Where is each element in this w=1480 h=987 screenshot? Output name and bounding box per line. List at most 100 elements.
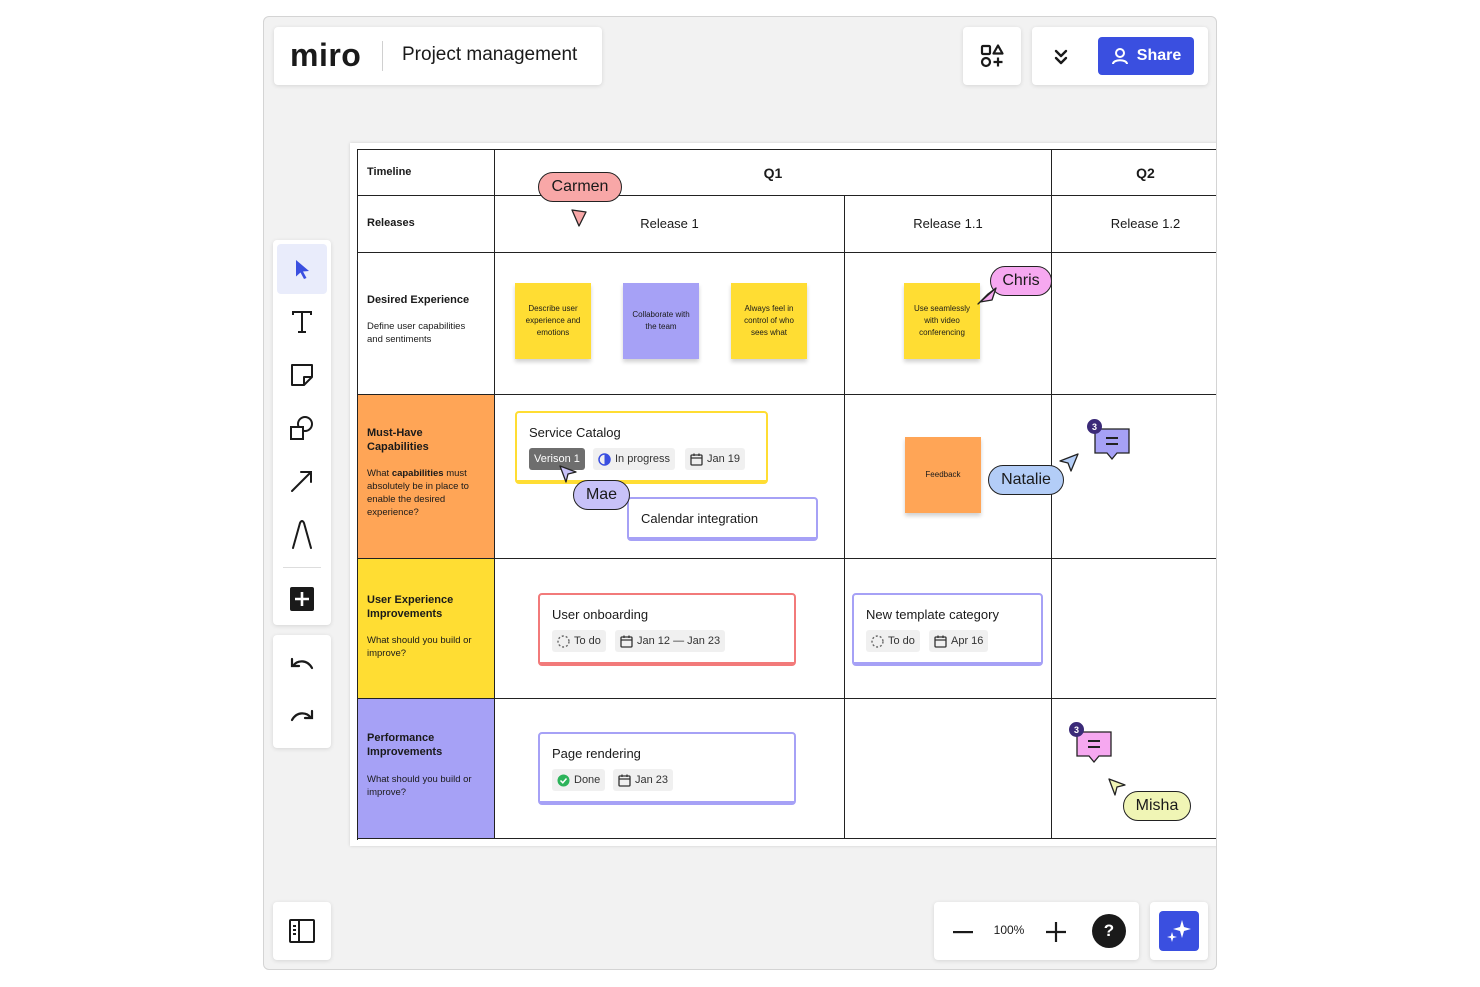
arrow-tool[interactable] <box>277 456 327 506</box>
comment-count: 3 <box>1087 419 1102 434</box>
pen-tool[interactable] <box>277 509 327 559</box>
header-cell: Releases <box>358 196 495 253</box>
apps-button[interactable] <box>963 27 1021 85</box>
version-chip[interactable]: Verison 1 <box>529 448 585 470</box>
q1-cell: Q1 <box>495 150 1052 196</box>
sparkle-icon <box>1167 920 1191 942</box>
date-chip[interactable]: Jan 19 <box>685 448 746 470</box>
description-bold: capabilities <box>391 468 444 479</box>
card-page-rendering[interactable]: Page rendering Done Jan 23 <box>538 732 796 805</box>
ai-assist-button[interactable] <box>1159 911 1199 951</box>
sticky-note[interactable]: Use seamlessly with video conferencing <box>904 283 980 359</box>
card-title: Page rendering <box>552 746 641 761</box>
zoom-level[interactable]: 100% <box>993 923 1025 937</box>
ai-assist-panel <box>1150 902 1208 960</box>
sticky-note[interactable]: Feedback <box>905 437 981 513</box>
date-chip[interactable]: Jan 12 — Jan 23 <box>615 630 726 652</box>
card-calendar-integration[interactable]: Calendar integration <box>627 497 818 541</box>
zoom-out-button[interactable] <box>948 917 978 947</box>
comment-thread[interactable]: 3 <box>1087 419 1131 468</box>
releases-label: Releases <box>367 217 415 229</box>
status-chip[interactable]: To do <box>866 630 920 652</box>
calendar-icon <box>690 453 703 466</box>
status-label: To do <box>574 635 601 647</box>
history-panel <box>273 635 331 748</box>
sticky-note[interactable]: Always feel in control of who sees what <box>731 283 807 359</box>
calendar-icon <box>618 774 631 787</box>
status-chip[interactable]: In progress <box>593 448 676 470</box>
comment-thread[interactable]: 3 <box>1069 722 1113 771</box>
miro-logo: miro <box>290 37 362 73</box>
collaborator-carmen: Carmen <box>538 172 622 202</box>
card-service-catalog[interactable]: Service Catalog Verison 1 In progress Ja… <box>515 411 768 484</box>
sticky-note-tool[interactable] <box>277 350 327 400</box>
card-user-onboarding[interactable]: User onboarding To do Jan 12 — Jan 23 <box>538 593 796 666</box>
table-cell <box>495 559 845 699</box>
help-button[interactable]: ? <box>1092 914 1126 948</box>
date-label: Apr 16 <box>951 635 984 647</box>
card-new-template-category[interactable]: New template category To do Apr 16 <box>852 593 1043 666</box>
release-1-1-label: Release 1.1 <box>913 216 983 231</box>
more-button[interactable] <box>1046 44 1076 70</box>
card-title: User onboarding <box>552 607 649 622</box>
status-label: Done <box>574 774 601 786</box>
sticky-note-icon <box>291 364 313 386</box>
done-check-icon <box>557 774 570 786</box>
text-tool[interactable] <box>277 297 327 347</box>
row-title: Must-Have Capabilities <box>367 427 429 453</box>
comment-icon <box>1094 428 1130 461</box>
q1-label: Q1 <box>763 165 783 181</box>
select-tool[interactable] <box>277 244 327 294</box>
board-title[interactable]: Project management <box>402 44 578 65</box>
collaborator-natalie: Natalie <box>988 465 1064 495</box>
collaborator-misha: Misha <box>1123 791 1191 821</box>
redo-button[interactable] <box>277 693 327 743</box>
frames-panel-button[interactable] <box>273 902 331 960</box>
table-cell <box>1052 395 1216 559</box>
cursor-icon <box>1108 778 1126 796</box>
card-title: New template category <box>866 607 999 622</box>
board-title-bar: miro Project management <box>274 27 602 85</box>
row-description: Define user capabilities and sentiments <box>367 321 466 345</box>
undo-button[interactable] <box>277 641 327 691</box>
zoom-in-button[interactable] <box>1041 917 1071 947</box>
date-label: Jan 23 <box>635 774 669 786</box>
collaborator-mae: Mae <box>573 480 630 510</box>
add-tool-button[interactable] <box>277 574 327 624</box>
date-chip[interactable]: Apr 16 <box>929 630 989 652</box>
sidebar-panel-icon <box>289 919 315 943</box>
description-text: What <box>367 468 392 479</box>
shapes-tool[interactable] <box>277 403 327 453</box>
table-cell <box>495 253 845 395</box>
row-header: Desired Experience Define user capabilit… <box>358 253 495 395</box>
plus-icon <box>1046 922 1066 942</box>
sticky-note[interactable]: Describe user experience and emotions <box>515 283 591 359</box>
table-cell <box>1052 559 1216 699</box>
row-header: User Experience Improvements What should… <box>358 559 495 699</box>
board-canvas[interactable]: Timeline Q1 Q2 Releases Release 1 Releas… <box>350 143 1216 846</box>
zoom-controls: 100% ? <box>934 902 1139 960</box>
calendar-icon <box>934 635 947 648</box>
release-cell: Release 1 <box>495 196 845 253</box>
miro-app: miro Project management Share <box>263 16 1217 970</box>
cursor-icon <box>1059 453 1079 472</box>
header-cell: Timeline <box>358 150 495 196</box>
row-header: Must-Have Capabilities What capabilities… <box>358 395 495 559</box>
share-button[interactable]: Share <box>1098 37 1194 75</box>
row-title: Performance Improvements <box>367 732 443 758</box>
table-cell <box>495 395 845 559</box>
divider <box>382 41 383 71</box>
row-header: Performance Improvements What should you… <box>358 699 495 839</box>
status-chip[interactable]: To do <box>552 630 606 652</box>
q2-cell: Q2 <box>1052 150 1216 196</box>
row-title: Desired Experience <box>367 294 470 306</box>
release-cell: Release 1.1 <box>845 196 1052 253</box>
status-chip[interactable]: Done <box>552 769 606 791</box>
description-text: must absolutely be in place to enable th… <box>367 468 469 518</box>
arrow-icon <box>291 471 312 492</box>
date-chip[interactable]: Jan 23 <box>613 769 674 791</box>
sticky-note[interactable]: Collaborate with the team <box>623 283 699 359</box>
cursor-icon <box>559 465 577 483</box>
table-cell <box>845 559 1052 699</box>
date-label: Jan 19 <box>707 453 741 465</box>
